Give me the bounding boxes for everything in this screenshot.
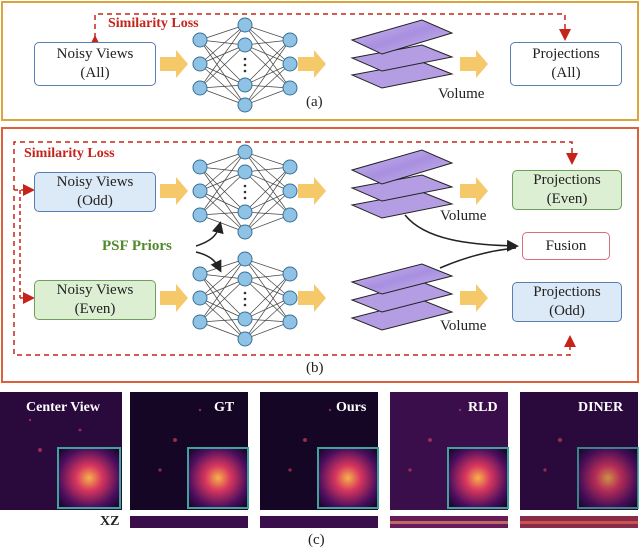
panel-b-input-even-line2: (Even) — [74, 301, 116, 317]
panel-c-caption: (c) — [308, 532, 325, 548]
panel-b-fusion-label: Fusion — [545, 237, 587, 254]
fusion-arrow-bottom — [439, 247, 517, 269]
xz-label: XZ — [100, 514, 120, 529]
panel-b-loss-path-top — [13, 141, 578, 190]
panel-a-output-line1: Projections — [532, 46, 600, 62]
panel-b-input-odd-line1: Noisy Views — [56, 174, 134, 190]
panel-b-volume-label-top: Volume — [440, 208, 487, 224]
panel-b-volume-label-bottom: Volume — [440, 318, 487, 334]
panel-a-volume — [350, 19, 454, 89]
panel-b-volume-bottom — [350, 263, 454, 331]
panel-b-output-even-line2: (Even) — [546, 191, 588, 207]
psf-arrow-bottom — [195, 251, 222, 273]
panel-a-output-box: Projections (All) — [510, 42, 622, 86]
panel-c-images — [0, 392, 639, 528]
tile-label-rld: RLD — [468, 400, 498, 415]
tile-label-gt: GT — [214, 400, 235, 415]
panel-b-fusion-box: Fusion — [522, 232, 610, 260]
panel-a-network — [192, 17, 298, 113]
panel-a-loss-label: Similarity Loss — [108, 16, 199, 31]
fusion-arrow-top — [404, 214, 519, 252]
panel-a-arrows — [160, 50, 488, 78]
panel-b-loss-label: Similarity Loss — [24, 146, 115, 161]
panel-b-input-odd-line2: (Odd) — [77, 193, 113, 209]
panel-b-network-top — [192, 144, 298, 240]
panel-b-caption: (b) — [306, 360, 324, 376]
panel-b-output-even-line1: Projections — [533, 172, 601, 188]
panel-a-caption: (a) — [306, 94, 323, 110]
psf-priors-label: PSF Priors — [102, 238, 172, 254]
tile-label-center-view: Center View — [26, 400, 100, 415]
panel-a-loss-path — [89, 13, 571, 47]
panel-a-input-line2: (All) — [80, 65, 110, 81]
panel-b-output-even: Projections (Even) — [512, 170, 622, 210]
tile-label-diner: DINER — [578, 400, 624, 415]
panel-b-loss-path-bottom — [13, 196, 576, 356]
panel-b-output-odd: Projections (Odd) — [512, 282, 622, 322]
tile-label-ours: Ours — [336, 400, 367, 415]
panel-b-input-even: Noisy Views (Even) — [34, 280, 156, 320]
panel-b-frame — [1, 127, 639, 383]
panel-a-frame — [1, 1, 639, 121]
panel-b-arrows — [160, 177, 488, 312]
panel-b-input-odd: Noisy Views (Odd) — [34, 172, 156, 212]
panel-a-volume-label: Volume — [438, 86, 485, 102]
psf-arrow-top — [195, 221, 224, 247]
panel-a-output-line2: (All) — [551, 65, 581, 81]
panel-a-input-line1: Noisy Views — [56, 46, 134, 62]
panel-b-volume-top — [350, 149, 454, 219]
panel-a-input-box: Noisy Views (All) — [34, 42, 156, 86]
panel-b-network-bottom — [192, 251, 298, 347]
panel-b-input-even-line1: Noisy Views — [56, 282, 134, 298]
panel-b-output-odd-line1: Projections — [533, 284, 601, 300]
panel-b-output-odd-line2: (Odd) — [549, 303, 585, 319]
